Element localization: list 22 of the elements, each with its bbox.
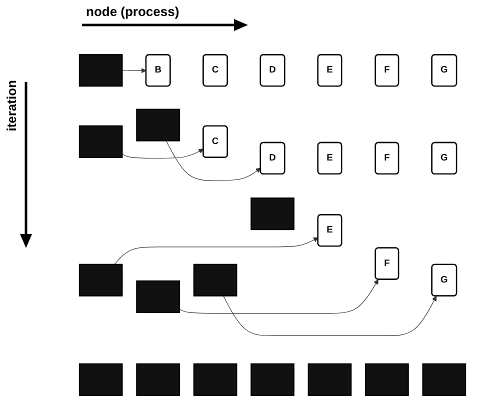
node-box (250, 198, 294, 230)
node-box (78, 363, 123, 396)
axis-label: iteration (4, 80, 19, 132)
node-box (136, 363, 180, 396)
arrow (223, 296, 437, 336)
arrow (179, 279, 378, 314)
arrow (122, 68, 146, 74)
node-box (250, 363, 294, 396)
arrow (122, 148, 204, 159)
axis-label: node (process) (86, 4, 180, 19)
node-box (193, 264, 238, 296)
arrow (166, 140, 261, 181)
node-box (136, 108, 180, 142)
node-box (78, 125, 123, 158)
node-box (422, 363, 466, 396)
node-box (78, 264, 123, 296)
node-box (365, 363, 409, 396)
node-box (308, 363, 352, 396)
node-box (78, 54, 123, 87)
node-box (136, 280, 180, 313)
node-box (193, 363, 238, 396)
arrow (114, 237, 318, 265)
